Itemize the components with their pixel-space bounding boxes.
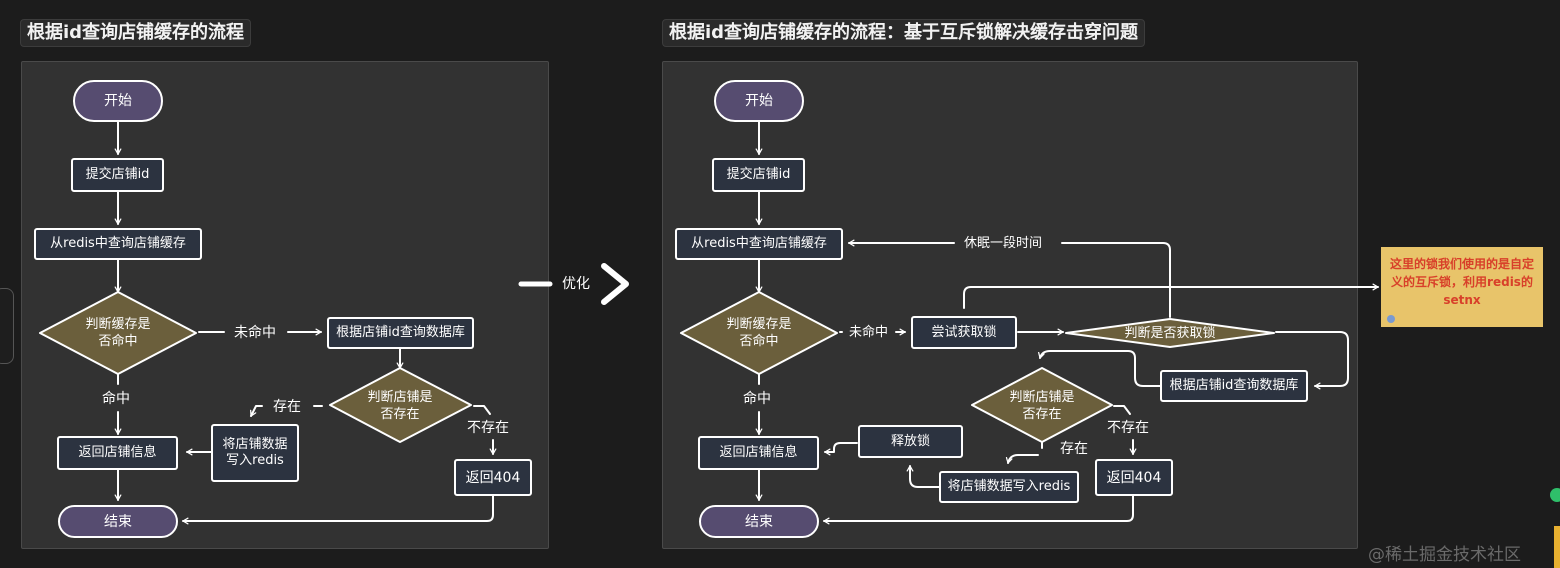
query-database: 根据店铺id查询数据库 (327, 317, 474, 349)
decision-cache-hit-diamond (39, 291, 197, 375)
label-exist: 存在 (273, 399, 301, 415)
optimize-label: 优化 (562, 276, 590, 292)
label-miss: 未命中 (234, 325, 276, 341)
r-edge-sleep-1 (1061, 242, 1171, 318)
r-return-404: 返回404 (1095, 459, 1173, 496)
edge-404-end (182, 495, 494, 525)
r-try-acquire-lock: 尝试获取锁 (911, 316, 1017, 349)
r-write-to-redis: 将店铺数据写入redis (939, 471, 1079, 503)
decision-shop-exists-label: 判断店铺是 否存在 (367, 390, 433, 422)
r-edge-note (963, 283, 1379, 309)
label-hit: 命中 (102, 391, 130, 407)
r-decision-cache-hit-diamond (680, 291, 838, 375)
r-submit-shop-id: 提交店铺id (712, 158, 805, 192)
label-not-exist: 不存在 (467, 420, 509, 436)
return-404: 返回404 (454, 459, 532, 496)
r-edge-lock-querydb (1275, 331, 1349, 390)
optimize-arrow-head (601, 263, 629, 305)
r-label-miss: 未命中 (849, 325, 889, 340)
r-label-hit: 命中 (743, 391, 771, 407)
note-author-avatar (1387, 315, 1395, 323)
end-node: 结束 (58, 505, 178, 538)
r-label-exist: 存在 (1060, 441, 1088, 457)
submit-shop-id: 提交店铺id (71, 158, 164, 192)
r-return-shop-info: 返回店铺信息 (698, 436, 819, 470)
r-decision-lock-diamond (1065, 318, 1275, 348)
r-decision-lock-label: 判断是否获取锁 (1124, 325, 1216, 341)
r-release-lock: 释放锁 (858, 425, 963, 458)
r-label-not-exist: 不存在 (1107, 420, 1149, 436)
left-title: 根据id查询店铺缓存的流程 (20, 19, 252, 47)
r-edge-exist-2 (1005, 454, 1039, 464)
side-panel-handle[interactable] (0, 288, 14, 364)
sticky-note: 这里的锁我们使用的是自定义的互斥锁，利用redis的setnx (1381, 247, 1543, 327)
sticky-note-text: 这里的锁我们使用的是自定义的互斥锁，利用redis的setnx (1389, 257, 1534, 307)
r-edge-write-release (906, 465, 940, 488)
r-edge-notexist-1 (1113, 405, 1131, 415)
edge-exist-2 (250, 405, 263, 417)
query-redis-cache: 从redis中查询店铺缓存 (34, 228, 202, 260)
r-decision-shop-exists-label: 判断店铺是 否存在 (1009, 390, 1075, 422)
status-dot (1550, 488, 1560, 502)
edge-widget[interactable] (1554, 526, 1560, 568)
r-edge-404-end (823, 495, 1134, 525)
right-title: 根据id查询店铺缓存的流程：基于互斥锁解决缓存击穿问题 (662, 19, 1146, 47)
r-decision-cache-hit-label: 判断缓存是 否命中 (726, 317, 792, 349)
decision-cache-hit-label: 判断缓存是 否命中 (85, 317, 151, 349)
r-edge-querydb-check (1038, 350, 1161, 387)
edge-notexist-1 (473, 405, 491, 415)
start-node: 开始 (73, 80, 163, 122)
r-edge-release-return (824, 442, 858, 456)
return-shop-info: 返回店铺信息 (57, 436, 178, 470)
r-decision-shop-exists-diamond (971, 367, 1113, 443)
r-query-redis-cache: 从redis中查询店铺缓存 (675, 228, 843, 260)
watermark: @稀土掘金技术社区 (1368, 545, 1521, 565)
decision-shop-exists-diamond (329, 367, 472, 443)
r-start-node: 开始 (714, 80, 804, 122)
r-query-database: 根据店铺id查询数据库 (1160, 370, 1308, 402)
r-label-sleep: 休眠一段时间 (964, 236, 1043, 251)
write-to-redis: 将店铺数据 写入redis (211, 424, 299, 482)
r-end-node: 结束 (699, 505, 819, 538)
